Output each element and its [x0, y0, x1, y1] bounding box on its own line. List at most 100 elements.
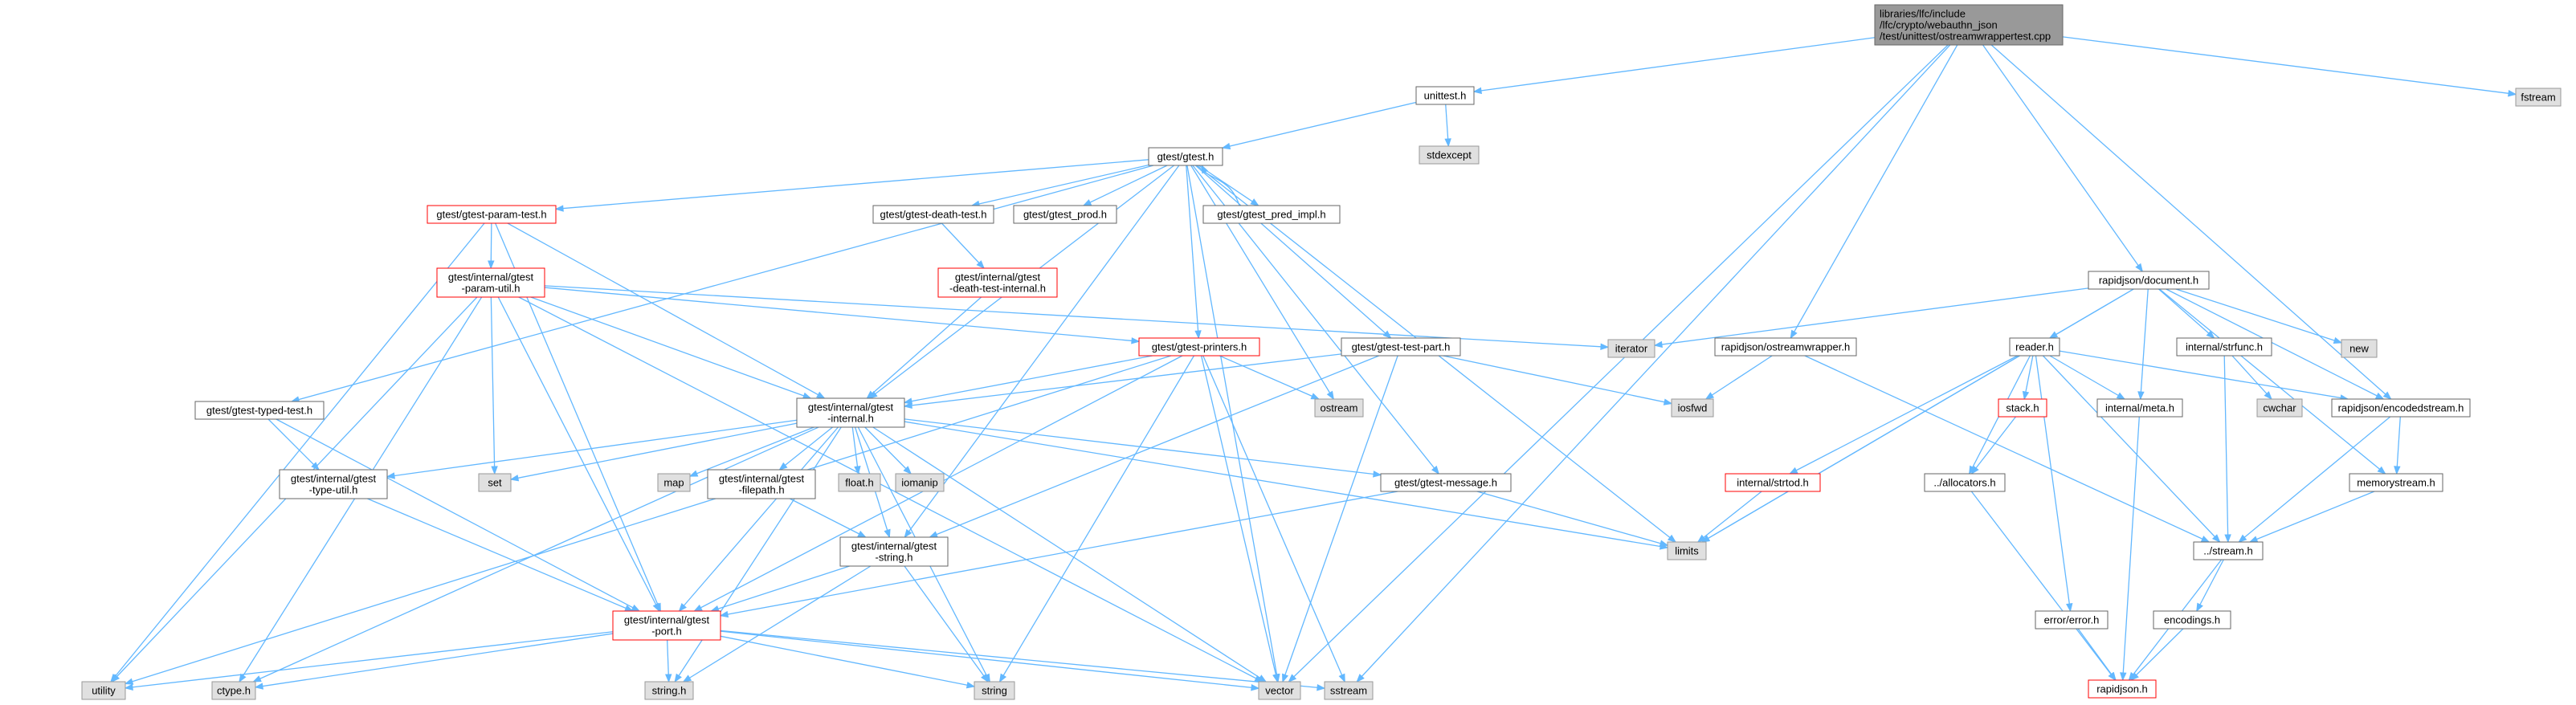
node-port[interactable]: gtest/internal/gtest-port.h	[612, 610, 721, 641]
edge-line	[1701, 355, 2020, 543]
node-document[interactable]: rapidjson/document.h	[2088, 271, 2210, 290]
edge-testpart-to-internal	[903, 353, 1342, 410]
edge-internal-to-map	[688, 426, 814, 477]
edge-deathinternal-to-internal	[866, 296, 982, 399]
node-label: string.h	[652, 685, 687, 697]
node-ostreamwrapper[interactable]: rapidjson/ostreamwrapper.h	[1714, 337, 1857, 357]
edge-testpart-to-iosfwd	[1443, 355, 1673, 405]
edge-line	[904, 421, 1668, 548]
node-rapidjson[interactable]: rapidjson.h	[2088, 679, 2157, 699]
node-layer: libraries/lfc/include/lfc/crypto/webauth…	[81, 4, 2562, 700]
node-label: libraries/lfc/include	[1880, 8, 1966, 20]
node-internal[interactable]: gtest/internal/gtest-internal.h	[796, 397, 905, 428]
node-gstring[interactable]: gtest/internal/gtest-string.h	[839, 536, 949, 567]
node-box	[2088, 271, 2210, 290]
edge-predimpl-to-gtest	[1201, 164, 1240, 206]
edge-reader-to-limits	[1700, 355, 2020, 543]
edge-message-to-port	[719, 491, 1398, 618]
node-label: gtest/internal/gtest	[808, 401, 894, 414]
node-root[interactable]: libraries/lfc/include/lfc/crypto/webauth…	[1874, 4, 2064, 46]
arrowhead	[252, 675, 262, 683]
node-unittest[interactable]: unittest.h	[1415, 86, 1475, 105]
edge-port-to-string	[720, 635, 976, 689]
edge-line	[2035, 355, 2072, 612]
node-encodings[interactable]: encodings.h	[2153, 610, 2231, 630]
edge-line	[1654, 287, 2089, 346]
edge-printers-to-vector	[1200, 355, 1280, 683]
node-deathtest[interactable]: gtest/gtest-death-test.h	[872, 205, 994, 224]
edge-encodedstream-to-memorystream	[2394, 416, 2401, 475]
edge-root-to-encodedstream	[1990, 44, 2392, 400]
node-cwchar: cwchar	[2256, 398, 2303, 418]
node-set: set	[478, 473, 512, 492]
node-box	[279, 469, 388, 499]
arrowhead	[665, 674, 672, 683]
edge-line	[1789, 355, 2019, 475]
node-testpart[interactable]: gtest/gtest-test-part.h	[1341, 337, 1461, 357]
edge-root-to-unittest	[1472, 37, 1876, 95]
edge-gtest-to-predimpl	[1198, 165, 1259, 206]
edge-paramtest-to-paramutil	[488, 222, 495, 270]
node-label: iosfwd	[1678, 402, 1708, 414]
node-prod[interactable]: gtest/gtest_prod.h	[1013, 205, 1117, 224]
node-message[interactable]: gtest/gtest-message.h	[1380, 473, 1512, 492]
node-strtod[interactable]: internal/strtod.h	[1725, 473, 1821, 492]
arrowhead	[903, 401, 912, 410]
arrowhead	[1659, 540, 1669, 547]
edge-line	[1282, 355, 1398, 683]
node-predimpl[interactable]: gtest/gtest_pred_impl.h	[1202, 205, 1341, 224]
node-strfunc[interactable]: internal/strfunc.h	[2176, 337, 2272, 357]
node-allocators[interactable]: ../allocators.h	[1924, 473, 2006, 492]
arrowhead	[2224, 534, 2231, 544]
edge-internal-to-vector	[872, 426, 1268, 683]
arrowhead	[816, 391, 826, 399]
arrowhead	[1131, 337, 1141, 344]
node-label: error/error.h	[2044, 614, 2100, 626]
node-typedtest[interactable]: gtest/gtest-typed-test.h	[194, 401, 325, 420]
arrowhead	[2135, 263, 2144, 273]
edge-line	[904, 355, 1153, 403]
node-stack[interactable]: stack.h	[1998, 398, 2047, 418]
node-paramtest[interactable]: gtest/gtest-param-test.h	[427, 205, 557, 224]
node-typeutil[interactable]: gtest/internal/gtest-type-util.h	[279, 469, 388, 499]
arrowhead	[1663, 398, 1673, 405]
edge-line	[1971, 416, 2016, 475]
node-deathinternal[interactable]: gtest/internal/gtest-death-test-internal…	[937, 267, 1058, 298]
node-gtest[interactable]: gtest/gtest.h	[1148, 147, 1223, 166]
node-meta[interactable]: internal/meta.h	[2096, 398, 2183, 418]
arrowhead	[1257, 674, 1268, 683]
edge-line	[2166, 288, 2384, 400]
node-stream[interactable]: ../stream.h	[2193, 541, 2264, 560]
node-label: gtest/internal/gtest	[955, 271, 1041, 283]
node-box	[2035, 610, 2109, 630]
node-errorh[interactable]: error/error.h	[2035, 610, 2109, 630]
node-paramutil[interactable]: gtest/internal/gtest-param-util.h	[436, 267, 545, 298]
edge-line	[2159, 288, 2386, 475]
arrowhead	[2066, 603, 2073, 613]
node-filepath[interactable]: gtest/internal/gtest-filepath.h	[707, 469, 816, 499]
edge-line	[720, 635, 975, 687]
arrowhead	[903, 466, 912, 475]
edge-line	[490, 296, 496, 475]
node-memorystream[interactable]: memorystream.h	[2349, 473, 2443, 492]
edge-internal-to-port	[678, 426, 839, 613]
arrowhead	[976, 260, 986, 270]
node-label: gtest/internal/gtest	[448, 271, 534, 283]
edge-paramtest-to-utility	[110, 222, 485, 683]
arrowhead	[1373, 471, 1382, 478]
edge-paramutil-to-printers	[544, 287, 1141, 344]
node-label: -death-test-internal.h	[949, 283, 1046, 295]
node-box	[1874, 4, 2064, 46]
edge-line	[904, 165, 1180, 538]
edge-line	[1219, 355, 1320, 400]
node-box	[1138, 337, 1260, 357]
node-encodedstream[interactable]: rapidjson/encodedstream.h	[2331, 398, 2471, 418]
arrowhead	[124, 683, 133, 691]
edge-line	[941, 222, 985, 269]
node-printers[interactable]: gtest/gtest-printers.h	[1138, 337, 1260, 357]
edge-line	[267, 418, 320, 471]
edge-line	[2396, 416, 2401, 475]
arrowhead	[1788, 467, 1798, 475]
node-reader[interactable]: reader.h	[2009, 337, 2060, 357]
arrowhead	[1696, 534, 1706, 543]
